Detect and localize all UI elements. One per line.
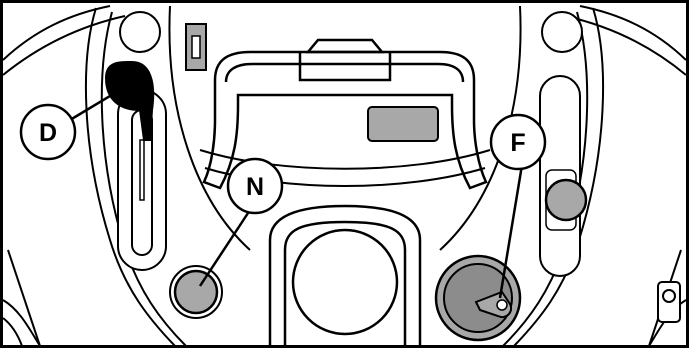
right-control-slot[interactable]: [539, 75, 581, 277]
instrument-hood: [202, 38, 488, 190]
callout-d: D: [19, 103, 77, 161]
callout-n-label: N: [246, 173, 264, 201]
right-knob[interactable]: [544, 178, 588, 222]
ignition-key[interactable]: [474, 290, 512, 318]
steering-column: [268, 204, 422, 346]
callout-n: N: [226, 157, 284, 215]
throttle-lever-slot[interactable]: [117, 89, 167, 271]
callout-d-circle: [19, 103, 77, 161]
right-top-button[interactable]: [541, 11, 583, 53]
throttle-lever-knob[interactable]: [104, 60, 155, 141]
callout-f-label: F: [510, 129, 525, 157]
callout-d-label: D: [39, 119, 57, 147]
display-screen: [367, 106, 439, 142]
bottom-right-bracket: [657, 281, 681, 323]
callout-f-circle: [489, 113, 547, 171]
callout-leaders: [69, 82, 524, 299]
callout-n-circle: [226, 157, 284, 215]
n-button[interactable]: [173, 269, 219, 315]
steering-column-opening: [291, 228, 399, 336]
left-top-button[interactable]: [119, 11, 161, 53]
rocker-switch[interactable]: [185, 23, 207, 71]
callout-f: F: [489, 113, 547, 171]
